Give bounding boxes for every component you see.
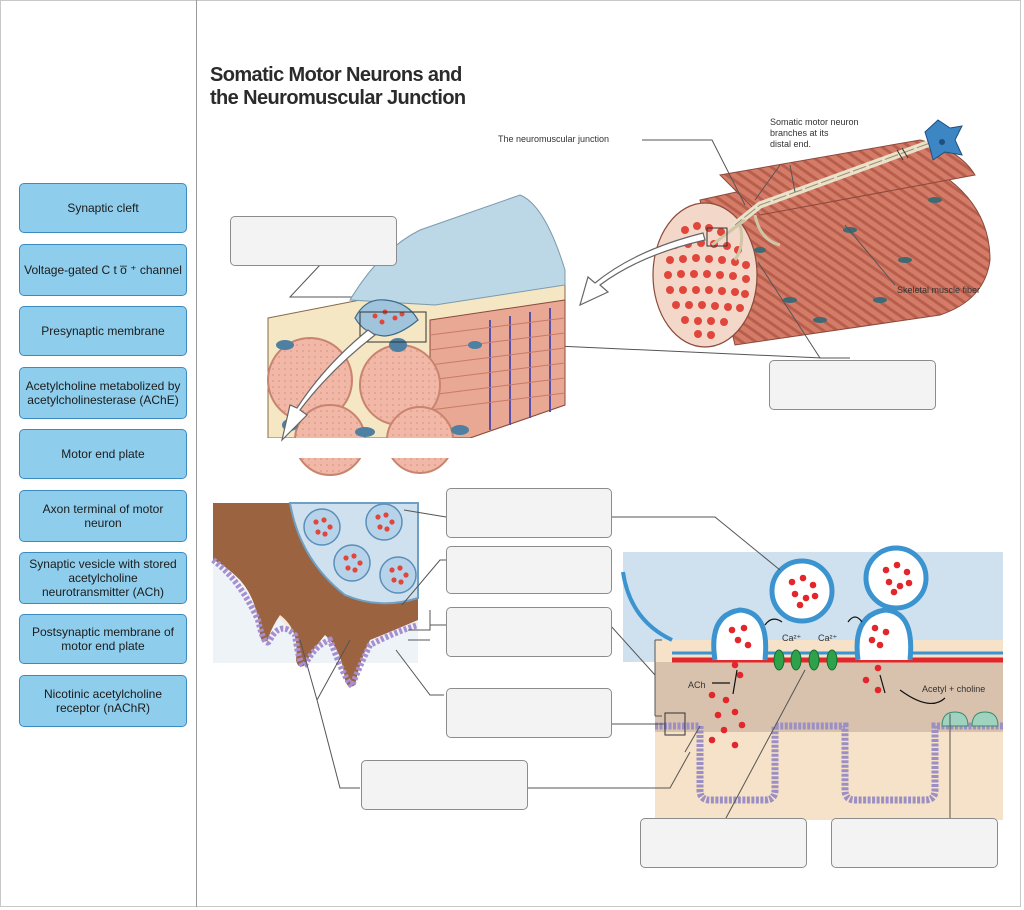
muscle-cross-section (262, 194, 572, 476)
drop-zone[interactable] (769, 360, 936, 410)
drop-zone[interactable] (446, 607, 612, 657)
caption-ach: ACh (688, 680, 706, 690)
label-chip[interactable]: Synaptic vesicle with stored acetylcholi… (19, 552, 187, 604)
caption-somatic-motor-neuron: Somatic motor neuron branches at its dis… (770, 117, 880, 150)
axon-terminal-closeup (211, 502, 419, 692)
caption-calcium-1: Ca²⁺ (782, 633, 802, 643)
label-chip[interactable]: Voltage-gated C t o̅ ⁺ channel (19, 244, 187, 296)
label-chip[interactable]: Postsynaptic membrane of motor end plate (19, 614, 187, 664)
diagram-title: Somatic Motor Neurons and the Neuromuscu… (210, 64, 466, 110)
zoom-arrow-1 (579, 232, 706, 307)
caption-skeletal-muscle-fiber: Skeletal muscle fiber (897, 285, 981, 295)
title-line-1: Somatic Motor Neurons and (210, 64, 462, 86)
drop-zone[interactable] (446, 488, 612, 538)
label-chip[interactable]: Axon terminal of motor neuron (19, 490, 187, 542)
drop-zone[interactable] (831, 818, 998, 868)
synapse-detail (621, 545, 1003, 820)
label-chip[interactable]: Synaptic cleft (19, 183, 187, 233)
caption-neuromuscular-junction: The neuromuscular junction (498, 134, 610, 144)
label-chip[interactable]: Acetylcholine metabolized by acetylcholi… (19, 367, 187, 419)
caption-acetyl-choline: Acetyl + choline (922, 684, 986, 694)
caption-calcium-2: Ca²⁺ (818, 633, 838, 643)
drop-zone[interactable] (446, 688, 612, 738)
drop-zone[interactable] (361, 760, 528, 810)
drop-zone[interactable] (446, 546, 612, 594)
caption-somatic-line-3: distal end. (770, 139, 812, 149)
muscle-fiber-bundle (652, 119, 991, 348)
title-line-2: the Neuromuscular Junction (210, 87, 466, 109)
drop-zone[interactable] (230, 216, 397, 266)
label-bank: Synaptic cleft Voltage-gated C t o̅ ⁺ ch… (0, 0, 197, 907)
caption-somatic-line-1: Somatic motor neuron (770, 117, 859, 127)
label-chip[interactable]: Presynaptic membrane (19, 306, 187, 356)
caption-somatic-line-2: branches at its (770, 128, 829, 138)
label-chip[interactable]: Motor end plate (19, 429, 187, 479)
label-chip[interactable]: Nicotinic acetylcholine receptor (nAChR) (19, 675, 187, 727)
drop-zone[interactable] (640, 818, 807, 868)
